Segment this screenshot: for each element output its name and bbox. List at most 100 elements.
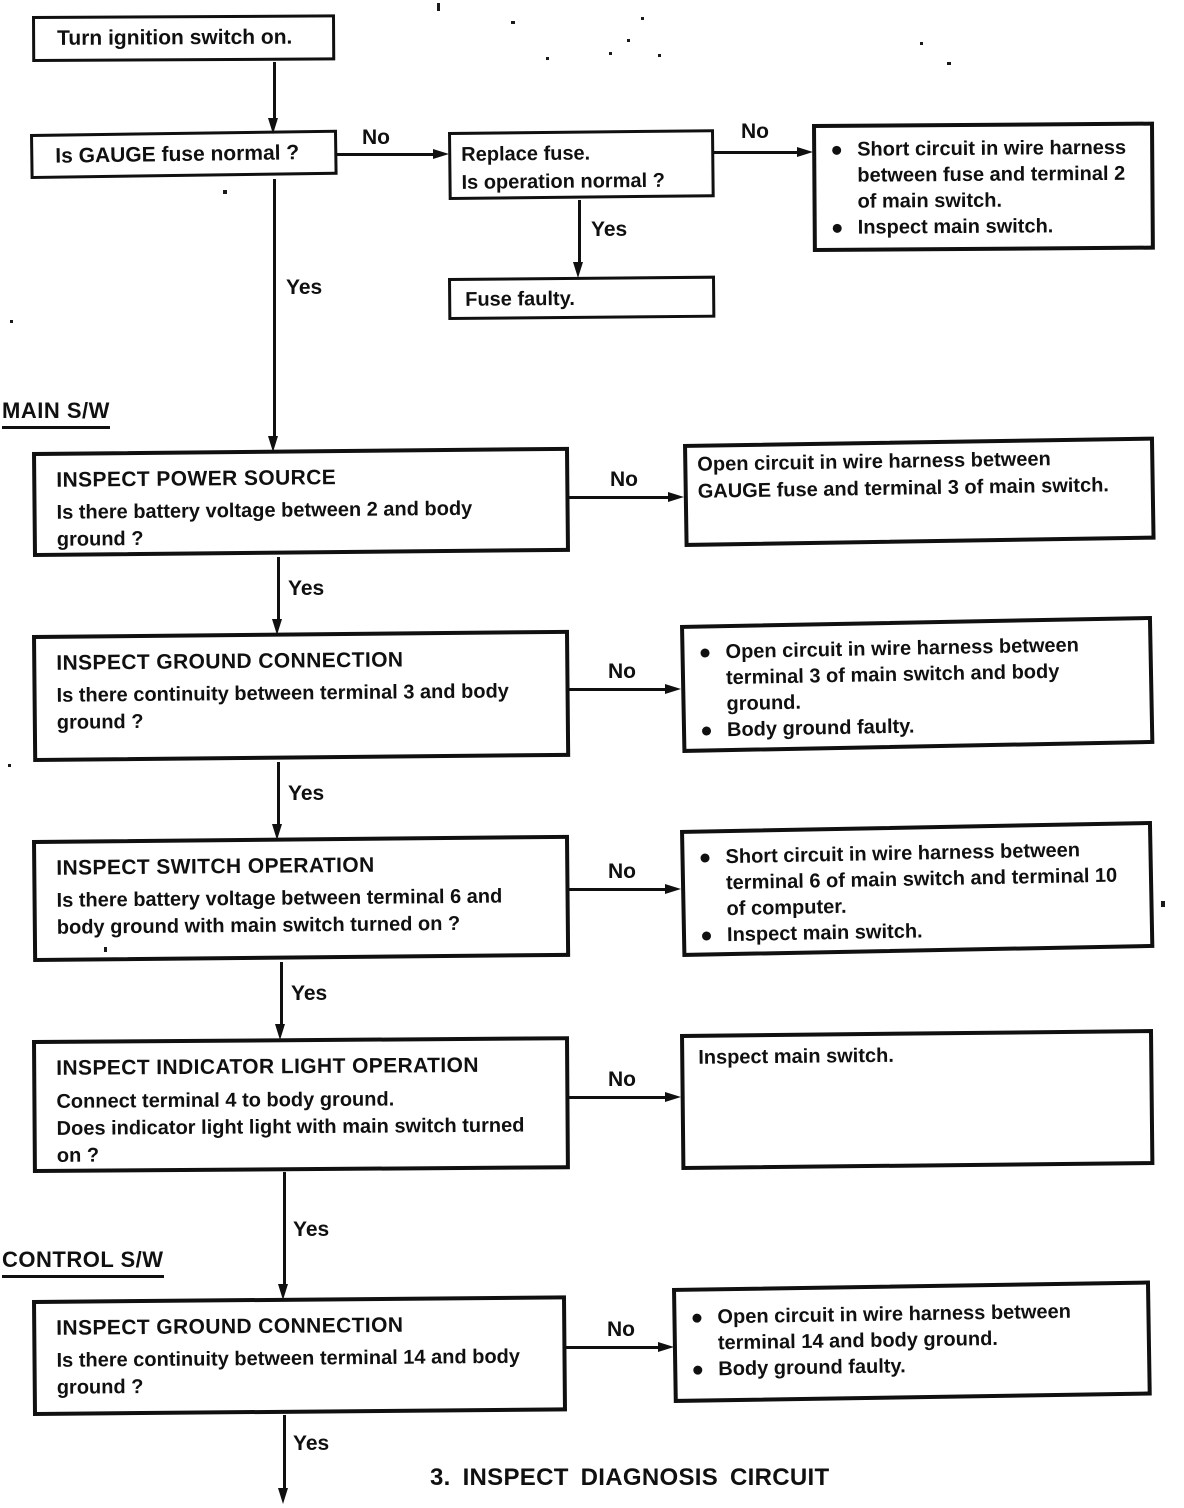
edge-start-to-gauge-line (273, 62, 276, 120)
bullet-item: Open circuit in wire harness between ter… (692, 631, 1137, 718)
node-inspect-ground-control: INSPECT GROUND CONNECTION Is there conti… (32, 1295, 567, 1416)
edge-start-to-gauge-arrow (268, 118, 278, 134)
edge-power-no-arrow (668, 492, 684, 502)
speck (641, 17, 644, 20)
edge-power-yes-line (277, 557, 280, 620)
bullet-dot (701, 726, 712, 736)
edge-gauge-yes-arrow (268, 436, 278, 452)
edge-replace-no-label: No (741, 120, 769, 143)
speck (627, 39, 630, 42)
edge-gauge-no-line (337, 153, 434, 156)
node-question-line1: Connect terminal 4 to body ground. (56, 1088, 395, 1113)
speck (658, 54, 661, 57)
speck (511, 21, 515, 24)
node-open-circuit-t14: Open circuit in wire harness between ter… (672, 1280, 1152, 1403)
bullet-dot (701, 931, 712, 941)
node-short-circuit-fuse: Short circuit in wire harness between fu… (812, 121, 1155, 252)
speck (8, 764, 11, 767)
node-text: Is GAUGE fuse normal ? (55, 141, 300, 168)
bullet-item: Short circuit in wire harness between fu… (824, 135, 1139, 215)
edge-ground2-no-label: No (607, 1318, 635, 1341)
bullet-dot (700, 648, 710, 658)
edge-gauge-no-label: No (362, 126, 390, 149)
edge-indicator-yes-arrow (278, 1284, 288, 1300)
bullet-dot (692, 1313, 702, 1323)
node-text: Turn ignition switch on. (57, 25, 293, 50)
bullet-text: Body ground faulty. (718, 1355, 906, 1381)
edge-replace-yes-arrow (573, 262, 583, 278)
edge-ground2-no-line (565, 1346, 659, 1349)
speck (104, 947, 107, 952)
footer-title: 3. INSPECT DIAGNOSIS CIRCUIT (430, 1464, 830, 1491)
edge-power-no-label: No (610, 468, 638, 491)
edge-indicator-no-label: No (608, 1068, 636, 1091)
node-text: Fuse faulty. (465, 287, 575, 311)
bullet-text: Short circuit in wire harness between fu… (857, 136, 1127, 213)
edge-ground-no-label: No (608, 660, 636, 683)
edge-switch-no-label: No (608, 860, 636, 883)
node-title: INSPECT INDICATOR LIGHT OPERATION (56, 1053, 479, 1080)
edge-ground-no-line (569, 688, 666, 691)
node-inspect-ground-main: INSPECT GROUND CONNECTION Is there conti… (32, 629, 571, 762)
node-fuse-faulty: Fuse faulty. (448, 275, 716, 320)
edge-ground-yes-line (277, 762, 280, 825)
bullet-item: Short circuit in wire harness between te… (692, 836, 1137, 923)
edge-switch-yes-label: Yes (291, 982, 328, 1005)
node-title: INSPECT GROUND CONNECTION (56, 1313, 404, 1340)
edge-switch-yes-line (280, 962, 283, 1025)
edge-ground-yes-label: Yes (288, 782, 325, 805)
bullet-text: Open circuit in wire harness between ter… (717, 1300, 1072, 1355)
edge-ground-no-arrow (665, 684, 681, 694)
bullet-text: Open circuit in wire harness between ter… (725, 634, 1080, 716)
node-inspect-switch-op: INSPECT SWITCH OPERATION Is there batter… (32, 834, 571, 962)
edge-switch-no-arrow (665, 884, 681, 894)
bullet-dot (832, 223, 842, 233)
node-open-circuit-t3: Open circuit in wire harness between ter… (680, 615, 1155, 753)
bullet-dot (693, 1365, 703, 1375)
node-title: INSPECT SWITCH OPERATION (56, 853, 375, 880)
node-inspect-power-source: INSPECT POWER SOURCE Is there battery vo… (32, 446, 570, 557)
edge-ground-yes-arrow (272, 824, 282, 840)
bullet-item: Open circuit in wire harness between ter… (684, 1298, 1135, 1357)
edge-gauge-no-arrow (433, 149, 449, 159)
edge-power-yes-arrow (272, 619, 282, 635)
node-text-line1: Replace fuse. (461, 142, 591, 166)
node-question: Is there continuity between terminal 14 … (56, 1345, 521, 1399)
speck (223, 190, 227, 194)
edge-replace-yes-label: Yes (591, 218, 628, 241)
bullet-text: Short circuit in wire harness between te… (725, 839, 1118, 921)
edge-gauge-yes-line (273, 179, 276, 437)
speck (1161, 901, 1165, 907)
speck (10, 320, 13, 323)
edge-final-yes-line (283, 1415, 286, 1489)
node-title: INSPECT GROUND CONNECTION (56, 648, 404, 675)
node-gauge-fuse: Is GAUGE fuse normal ? (30, 129, 338, 179)
section-label-control-sw: CONTROL S/W (2, 1247, 164, 1278)
node-question: Is there battery voltage between termina… (56, 885, 503, 939)
bullet-item: Inspect main switch. (825, 213, 1139, 241)
edge-indicator-no-arrow (665, 1092, 681, 1102)
speck (609, 52, 612, 55)
bullet-dot (700, 853, 710, 863)
edge-switch-no-line (569, 888, 666, 891)
node-inspect-indicator: INSPECT INDICATOR LIGHT OPERATION Connec… (32, 1036, 570, 1173)
node-replace-fuse: Replace fuse. Is operation normal ? (448, 129, 715, 200)
edge-indicator-no-line (569, 1096, 666, 1099)
edge-final-yes-arrow (278, 1488, 288, 1504)
edge-switch-yes-arrow (275, 1024, 285, 1040)
node-open-circuit-gauge: Open circuit in wire harness between GAU… (683, 436, 1156, 547)
bullet-dot (832, 145, 842, 155)
speck (546, 57, 549, 60)
node-question-line2: Does indicator light light with main swi… (56, 1114, 525, 1167)
edge-gauge-yes-label: Yes (286, 276, 323, 299)
node-question: Is there continuity between terminal 3 a… (56, 680, 509, 734)
node-short-circuit-t6: Short circuit in wire harness between te… (680, 820, 1155, 957)
edge-replace-yes-line (578, 200, 581, 263)
edge-indicator-yes-line (283, 1172, 286, 1285)
node-text: Inspect main switch. (698, 1044, 894, 1069)
edge-ground2-no-arrow (658, 1342, 674, 1352)
speck (947, 62, 951, 65)
bullet-text: Inspect main switch. (857, 215, 1054, 239)
node-text: Open circuit in wire harness between GAU… (697, 448, 1110, 503)
